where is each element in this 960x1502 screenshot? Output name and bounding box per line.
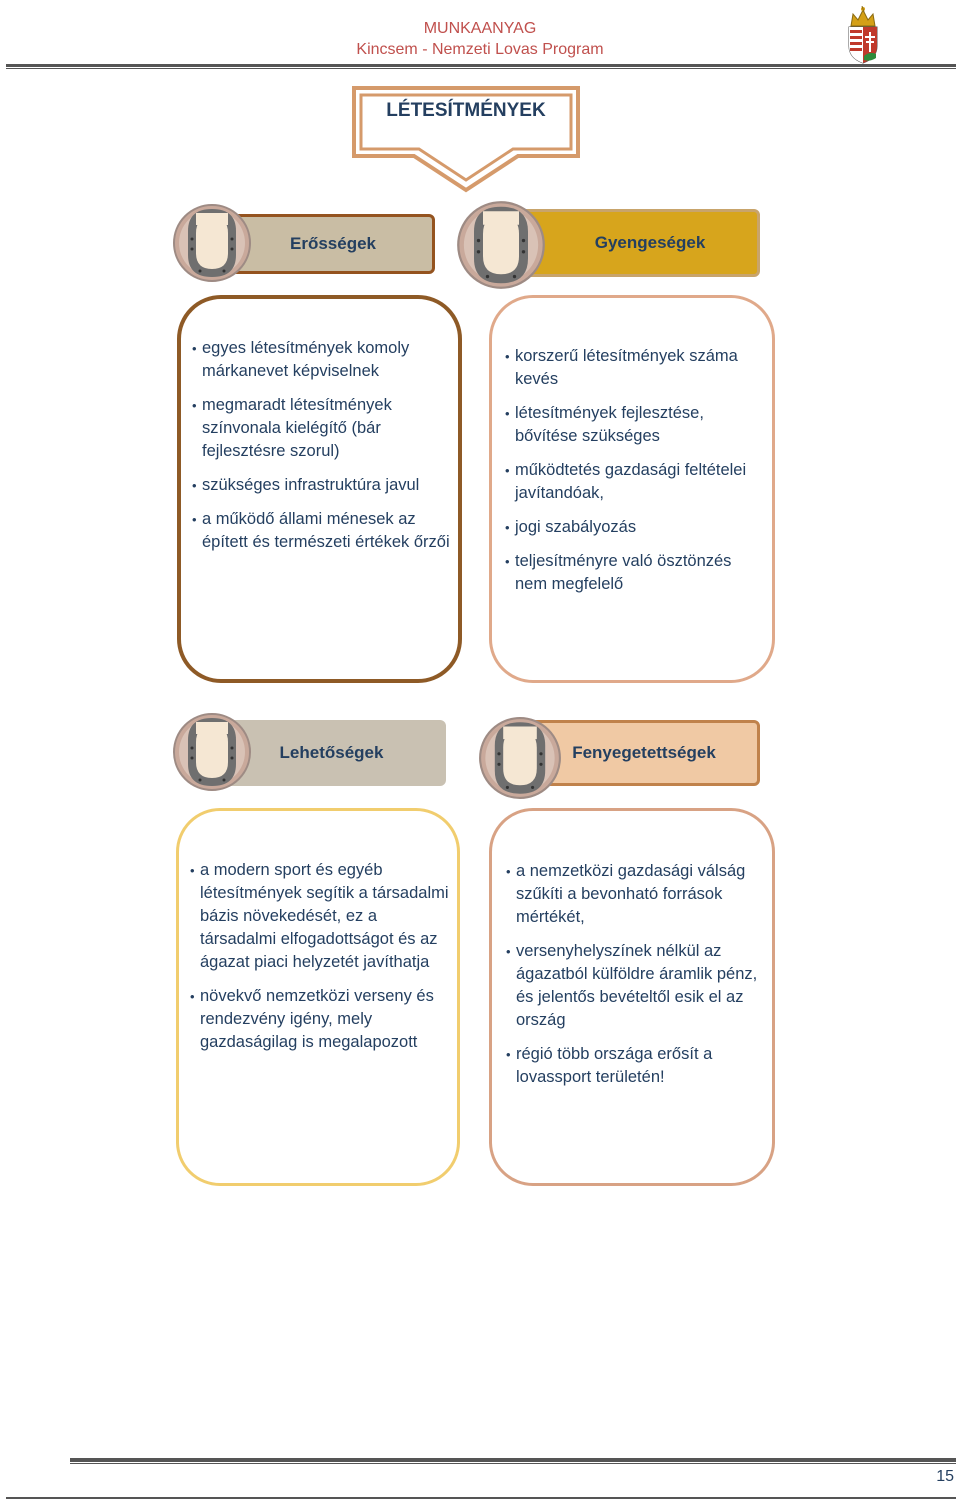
footer-divider: [70, 1458, 956, 1462]
list-item: korszerű létesítmények száma kevés: [505, 345, 763, 391]
list-item: növekvő nemzetközi verseny és rendezvény…: [190, 985, 452, 1054]
weaknesses-list: korszerű létesítmények száma kevés létes…: [505, 345, 763, 607]
weaknesses-label-box: Gyengeségek: [520, 209, 760, 277]
strengths-label: Erősségek: [290, 234, 376, 253]
horseshoe-icon: [173, 204, 251, 282]
list-item: a működő állami ménesek az épített és te…: [192, 508, 452, 554]
horseshoe-icon: [479, 717, 561, 799]
list-item: megmaradt létesítmények színvonala kielé…: [192, 394, 452, 463]
strengths-list: egyes létesítmények komoly márkanevet ké…: [192, 337, 452, 565]
page-title: LÉTESÍTMÉNYEK: [386, 100, 546, 121]
list-item: létesítmények fejlesztése, bővítése szük…: [505, 402, 763, 448]
list-item: teljesítményre való ösztönzés nem megfel…: [505, 550, 763, 596]
list-item: szükséges infrastruktúra javul: [192, 474, 452, 497]
horseshoe-icon: [457, 201, 545, 289]
opportunities-label: Lehetőségek: [279, 743, 384, 762]
coat-of-arms-icon: [848, 6, 878, 64]
page-number: 15: [936, 1468, 954, 1485]
footer-divider-thin: [70, 1463, 956, 1464]
list-item: működtetés gazdasági feltételei javítand…: [505, 459, 763, 505]
list-item: versenyhelyszínek nélkül az ágazatból kü…: [506, 940, 768, 1032]
list-item: egyes létesítmények komoly márkanevet ké…: [192, 337, 452, 383]
threats-list: a nemzetközi gazdasági válság szűkíti a …: [506, 860, 768, 1100]
header-divider-thin: [6, 68, 956, 69]
list-item: jogi szabályozás: [505, 516, 763, 539]
list-item: a nemzetközi gazdasági válság szűkíti a …: [506, 860, 768, 929]
bottom-divider: [6, 1497, 956, 1499]
opportunities-label-box: Lehetőségek: [225, 720, 446, 786]
weaknesses-label: Gyengeségek: [594, 233, 706, 252]
title-arrow-box: [352, 86, 580, 193]
threats-label: Fenyegetettségek: [572, 743, 716, 762]
opportunities-list: a modern sport és egyéb létesítmények se…: [190, 859, 452, 1065]
header-line2: Kincsem - Nemzeti Lovas Program: [356, 41, 604, 58]
list-item: régió több országa erősít a lovassport t…: [506, 1043, 768, 1089]
horseshoe-icon: [173, 713, 251, 791]
header-line1: MUNKAANYAG: [423, 20, 537, 37]
strengths-label-box: Erősségek: [225, 214, 435, 274]
list-item: a modern sport és egyéb létesítmények se…: [190, 859, 452, 974]
header-divider: [6, 64, 956, 67]
